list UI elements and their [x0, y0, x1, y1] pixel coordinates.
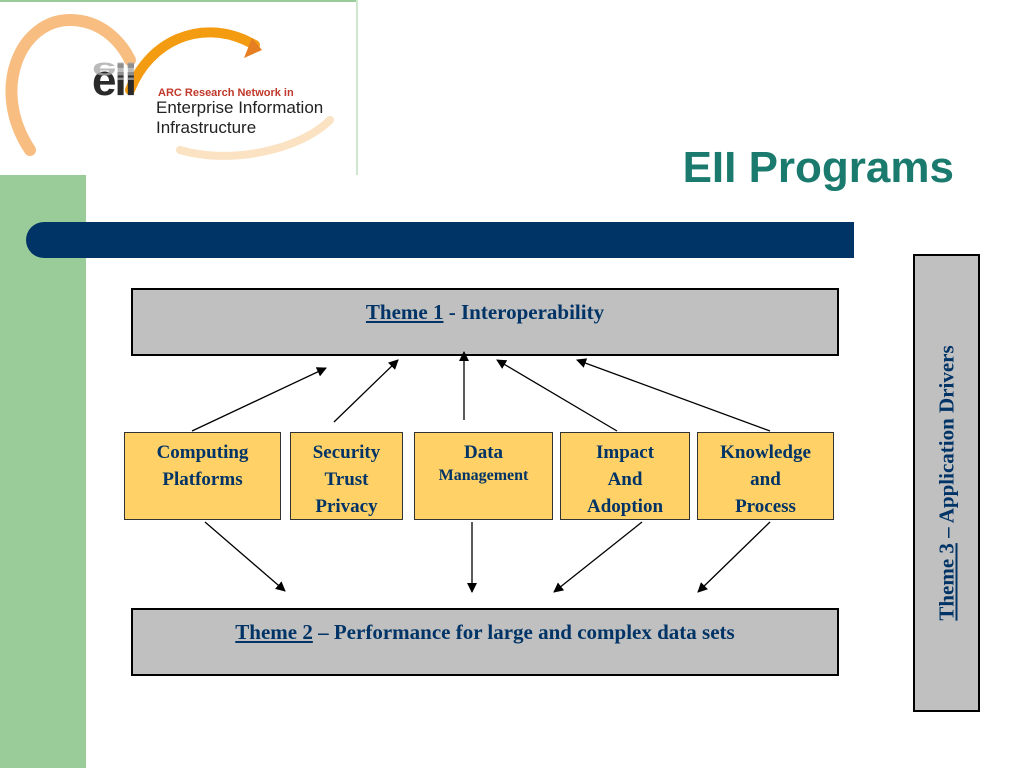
logo-line-2: Enterprise Information Infrastructure	[156, 98, 324, 137]
program-line: Impact	[595, 442, 655, 463]
program-line: Trust	[324, 469, 369, 490]
program-line: Platforms	[162, 469, 243, 490]
arrow-knowledge-to-theme2	[697, 521, 771, 593]
program-line: And	[607, 469, 643, 490]
theme2-link[interactable]: Theme 2	[235, 620, 313, 644]
program-line: Privacy	[315, 496, 378, 517]
logo-top-line	[0, 0, 358, 2]
arrow-impact-to-theme1	[496, 359, 618, 432]
program-line: Security	[312, 442, 381, 463]
program-line: Knowledge	[720, 442, 811, 463]
program-knowledge-process: Knowledge and Process	[697, 432, 834, 520]
theme2-box: Theme 2 – Performance for large and comp…	[131, 608, 839, 676]
program-data-management: Data Management	[414, 432, 553, 520]
program-line: and	[750, 469, 781, 490]
logo-area: eii eii ARC Research Network in Enterpri…	[0, 0, 358, 175]
arrow-security-to-theme1	[333, 359, 399, 423]
theme1-text: - Interoperability	[443, 300, 605, 324]
program-line: Data	[463, 442, 504, 463]
title-divider-bar	[26, 222, 854, 258]
theme3-box: Theme 3 – Application Drivers	[913, 254, 980, 712]
arrow-impact-to-theme2	[553, 521, 643, 593]
program-line: Computing	[156, 442, 249, 463]
arrow-knowledge-to-theme1	[576, 358, 771, 432]
program-impact-adoption: Impact And Adoption	[560, 432, 690, 520]
logo-right-line	[356, 0, 358, 175]
logo-mark: eii	[92, 56, 137, 105]
program-security-trust-privacy: Security Trust Privacy	[290, 432, 403, 520]
logo-line-1: ARC Research Network in	[158, 87, 294, 99]
program-computing-platforms: Computing Platforms	[124, 432, 281, 520]
theme1-box: Theme 1 - Interoperability	[131, 288, 839, 356]
arrow-computing-to-theme2	[204, 521, 286, 592]
program-line: Management	[438, 467, 529, 484]
arrow-computing-to-theme1	[191, 367, 327, 432]
program-line: Process	[735, 496, 796, 517]
program-line: Adoption	[586, 496, 664, 517]
theme2-text: – Performance for large and complex data…	[312, 620, 735, 644]
page-title: EII Programs	[682, 143, 954, 192]
left-sidebar-band	[0, 175, 86, 768]
theme1-link[interactable]: Theme 1	[365, 300, 444, 324]
logo-swirl-icon	[5, 13, 334, 160]
